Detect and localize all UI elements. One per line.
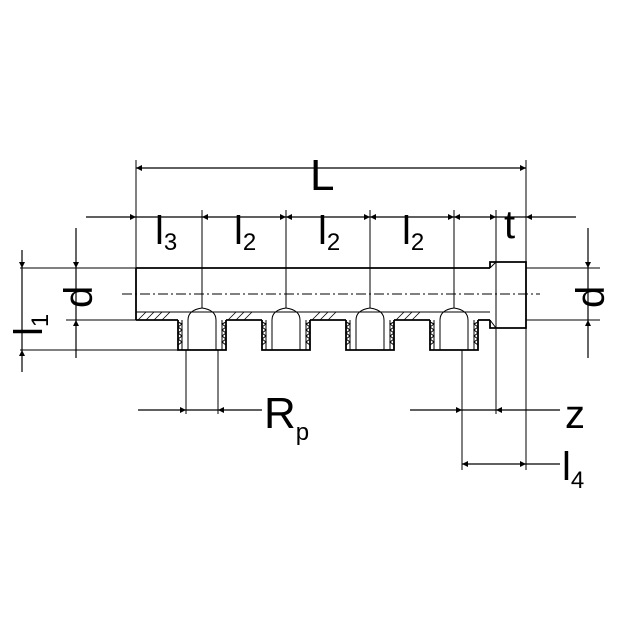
label-l1: l1 [7,314,54,336]
label-z: z [565,393,585,437]
label-L: L [310,151,334,200]
label-l2: l2 [234,209,256,256]
label-l2: l2 [318,209,340,256]
manifold-body [122,261,540,329]
outlet [261,307,311,351]
label-l4: l4 [562,445,584,494]
label-t: t [504,203,515,247]
wall-hatching [137,311,421,321]
outlet [177,307,227,351]
label-d-left: d [57,286,101,308]
label-d-right: d [569,286,613,308]
outlet [429,307,479,351]
label-l3: l3 [155,209,177,256]
outlet [345,307,395,351]
socket-end [489,261,527,329]
label-rp: Rp [264,389,309,446]
label-l2: l2 [402,209,424,256]
